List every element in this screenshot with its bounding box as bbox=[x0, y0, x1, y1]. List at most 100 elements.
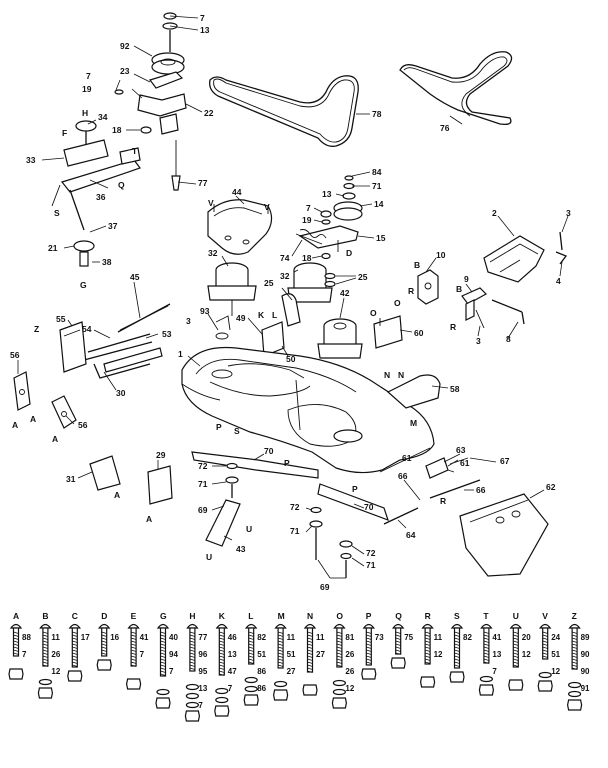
hardware-letter-a: A bbox=[13, 611, 19, 621]
bolt-thread bbox=[219, 631, 225, 634]
bolt-thread bbox=[336, 649, 343, 652]
callout-56: 56 bbox=[78, 420, 88, 430]
hex-nut bbox=[67, 670, 83, 682]
callout-18: 18 bbox=[302, 253, 312, 263]
spindle-housing-42-right bbox=[317, 318, 363, 359]
hex-nut bbox=[184, 710, 201, 722]
hardware-part-number: 96 bbox=[198, 650, 207, 659]
bolt-thread bbox=[248, 640, 254, 643]
bolt-thread bbox=[424, 631, 431, 634]
callout-3: 3 bbox=[186, 316, 191, 326]
bolt-thread bbox=[130, 643, 137, 646]
bolt-thread bbox=[307, 652, 313, 655]
bolt-thread bbox=[424, 652, 431, 655]
hardware-part-number: 51 bbox=[257, 650, 266, 659]
callout-13: 13 bbox=[200, 25, 210, 35]
bolt-thread bbox=[366, 652, 372, 655]
washer bbox=[185, 683, 199, 691]
callout-44: 44 bbox=[232, 187, 242, 197]
blade-adapter-right bbox=[309, 506, 353, 578]
hardware-part-number: 11 bbox=[51, 633, 60, 642]
hardware-part-number: 47 bbox=[228, 667, 237, 676]
callout-63: 63 bbox=[456, 445, 466, 455]
hardware-letter-q: Q bbox=[395, 611, 402, 621]
hardware-letter-s: S bbox=[454, 611, 460, 621]
bolt-thread bbox=[395, 652, 401, 655]
callout-55: 55 bbox=[56, 314, 66, 324]
ref-letter-R: R bbox=[450, 322, 456, 332]
callout-84: 84 bbox=[372, 167, 382, 177]
bolt-head bbox=[480, 623, 493, 629]
bolt-thread bbox=[130, 634, 137, 637]
blade-70-right bbox=[317, 483, 389, 521]
bolt-thread bbox=[72, 631, 78, 634]
bolt-thread bbox=[72, 637, 78, 640]
callout-34: 34 bbox=[98, 112, 108, 122]
bolt-thread bbox=[571, 664, 578, 667]
hardware-part-number: 95 bbox=[198, 667, 207, 676]
bolt-thread bbox=[542, 637, 548, 640]
ref-letter-O: O bbox=[394, 298, 401, 308]
bolt-thread bbox=[130, 661, 137, 664]
hardware-letter-b: B bbox=[42, 611, 48, 621]
bolt-head bbox=[186, 623, 199, 629]
bracket-60 bbox=[373, 315, 403, 349]
bolt-thread bbox=[130, 655, 137, 658]
callout-53: 53 bbox=[162, 329, 172, 339]
bolt-head bbox=[245, 623, 258, 629]
callout-19: 19 bbox=[82, 84, 92, 94]
bolt-thread bbox=[336, 643, 343, 646]
bolt-thread bbox=[277, 649, 284, 652]
bolt-thread bbox=[513, 658, 519, 661]
bolt-thread bbox=[454, 634, 460, 637]
callout-54: 54 bbox=[82, 324, 92, 334]
bolt-thread bbox=[336, 658, 343, 661]
bolt-head bbox=[509, 623, 522, 629]
bolt-thread bbox=[13, 637, 19, 640]
bolt-thread bbox=[72, 640, 78, 643]
ref-letter-B: B bbox=[414, 260, 420, 270]
callout-3: 3 bbox=[566, 208, 571, 218]
hardware-part-number: 17 bbox=[81, 633, 90, 642]
ref-letter-A: A bbox=[30, 414, 36, 424]
hex-nut bbox=[96, 659, 112, 671]
washer bbox=[38, 678, 53, 686]
bolt-thread bbox=[454, 631, 460, 634]
bolt-thread bbox=[513, 643, 519, 646]
callout-66: 66 bbox=[398, 471, 408, 481]
bolt-thread bbox=[189, 637, 196, 640]
callout-4: 4 bbox=[556, 276, 561, 286]
bolt-thread bbox=[160, 661, 166, 664]
bolt-thread bbox=[248, 634, 254, 637]
bolt-head bbox=[333, 623, 346, 629]
bolt-thread bbox=[72, 655, 78, 658]
hardware-letter-m: M bbox=[278, 611, 285, 621]
bolt-thread bbox=[542, 640, 548, 643]
hardware-part-number: 82 bbox=[257, 633, 266, 642]
bolt-thread bbox=[189, 664, 196, 667]
bolt-head bbox=[68, 623, 81, 629]
bolt-thread bbox=[42, 646, 49, 649]
bolt-thread bbox=[424, 661, 431, 664]
hardware-part-number: 20 bbox=[522, 633, 531, 642]
bolt-thread bbox=[219, 646, 225, 649]
bolt-thread bbox=[542, 634, 548, 637]
bolt-thread bbox=[160, 667, 166, 670]
bolt-thread bbox=[277, 634, 284, 637]
callout-56: 56 bbox=[10, 350, 20, 360]
washer bbox=[567, 681, 582, 689]
hardware-part-number: 13 bbox=[492, 650, 501, 659]
bolt-thread bbox=[101, 649, 107, 652]
bolt-thread bbox=[483, 637, 490, 640]
bolt-thread bbox=[513, 640, 519, 643]
callout-21: 21 bbox=[48, 243, 58, 253]
bolt-thread bbox=[366, 655, 372, 658]
callout-61: 61 bbox=[402, 453, 412, 463]
bolt-thread bbox=[571, 658, 578, 661]
bolt-thread bbox=[483, 649, 490, 652]
hardware-part-number: 86 bbox=[257, 684, 266, 693]
callout-69: 69 bbox=[320, 582, 330, 592]
bolt-thread bbox=[42, 634, 49, 637]
callout-71: 71 bbox=[372, 181, 382, 191]
